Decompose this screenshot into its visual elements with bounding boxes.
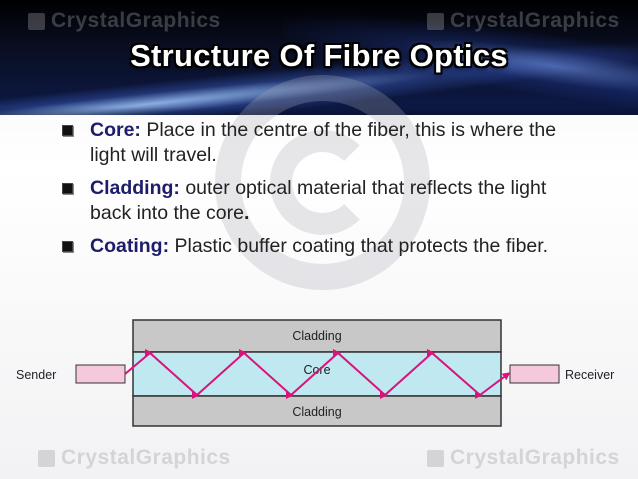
core-label: Core <box>303 363 330 377</box>
bullet-square-icon <box>62 241 73 252</box>
sender-box <box>75 364 126 384</box>
bullet-term: Cladding: <box>90 177 180 199</box>
watermark-logo: CrystalGraphics <box>38 446 231 470</box>
bullet-item: Cladding: outer optical material that re… <box>62 176 582 226</box>
cladding-top-label: Cladding <box>292 329 341 343</box>
watermark-logo: CrystalGraphics <box>28 9 221 33</box>
watermark-logo: CrystalGraphics <box>427 9 620 33</box>
bullet-square-icon <box>62 125 73 136</box>
fiber-optic-diagram: Cladding Core Cladding Sender Receiver <box>16 319 614 427</box>
bullet-item: Coating: Plastic buffer coating that pro… <box>62 234 582 259</box>
watermark-text: CrystalGraphics <box>61 446 231 469</box>
bullet-text: Place in the centre of the fiber, this i… <box>90 119 557 166</box>
cladding-top-layer <box>132 319 502 353</box>
crystalgraphics-logo-icon <box>427 12 444 30</box>
crystalgraphics-logo-icon <box>38 449 55 467</box>
bullet-text: Plastic buffer coating that protects the… <box>169 235 549 257</box>
watermark-text: CrystalGraphics <box>450 446 620 469</box>
bullet-tail: . <box>243 202 250 224</box>
sender-label: Sender <box>16 368 56 382</box>
receiver-label: Receiver <box>565 368 614 382</box>
slide-title: Structure Of Fibre Optics <box>130 38 508 73</box>
bullet-square-icon <box>62 183 73 194</box>
bullet-list: Core: Place in the centre of the fiber, … <box>62 118 582 267</box>
bullet-term: Coating: <box>90 235 170 257</box>
cladding-bottom-layer <box>132 395 502 427</box>
crystalgraphics-logo-icon <box>28 12 45 30</box>
receiver-box <box>509 364 560 384</box>
bullet-text: outer optical material that reflects the… <box>90 177 547 224</box>
light-ray-path <box>124 348 511 399</box>
watermark-text: CrystalGraphics <box>51 9 221 32</box>
watermark-text: CrystalGraphics <box>450 9 620 32</box>
bullet-term: Core: <box>90 119 141 141</box>
crystalgraphics-logo-icon <box>427 449 444 467</box>
cladding-bottom-label: Cladding <box>292 405 341 419</box>
watermark-logo: CrystalGraphics <box>427 446 620 470</box>
bullet-item: Core: Place in the centre of the fiber, … <box>62 118 582 168</box>
